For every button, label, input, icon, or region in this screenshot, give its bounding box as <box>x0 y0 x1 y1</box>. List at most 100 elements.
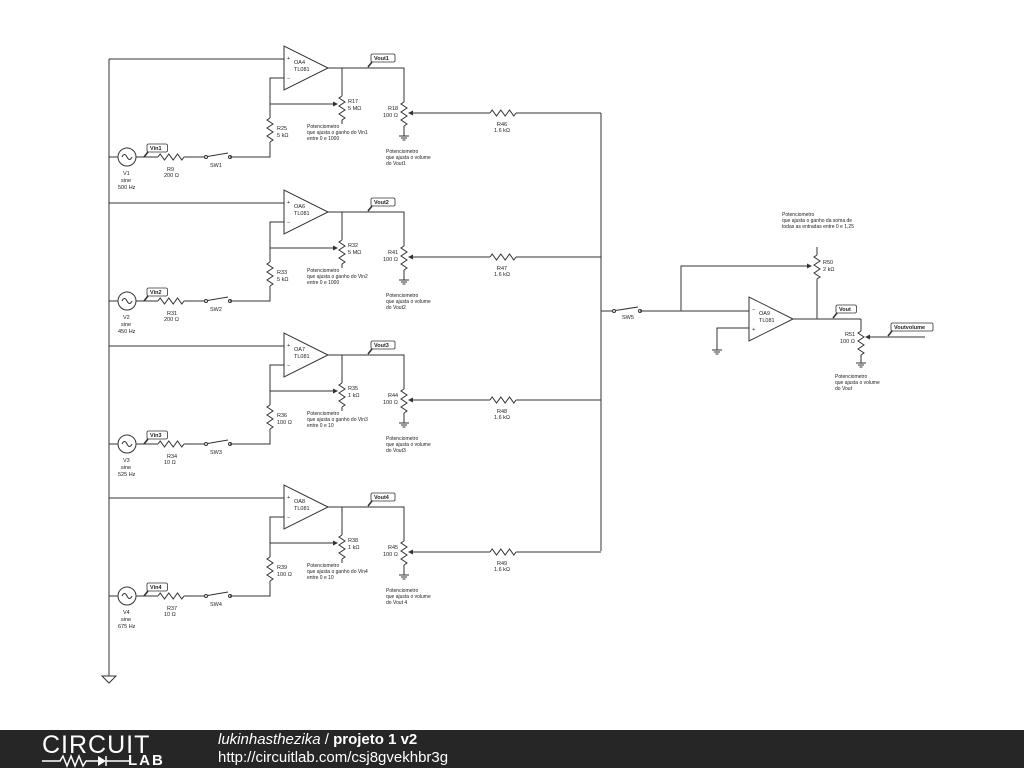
ground-icon <box>399 135 409 141</box>
gain-pot-name: R35 <box>348 386 358 392</box>
volume-potentiometer <box>400 101 408 127</box>
volume-pot-name: R18 <box>388 106 398 112</box>
net-flag-pointer <box>143 151 149 158</box>
opamp-input-sign: + <box>287 200 290 206</box>
wiper-arrow <box>333 245 338 251</box>
gain-pot-value: 5 MΩ <box>348 250 361 256</box>
ground-icon <box>856 362 866 368</box>
annotation-text: todas as entradas entre 0 e 1,25 <box>782 224 854 230</box>
summing-resistor-name: R49 <box>497 561 507 567</box>
volume-pot-value: 100 Ω <box>383 552 398 558</box>
gain-pot-value: 1 kΩ <box>348 545 359 551</box>
wires <box>100 59 602 684</box>
annotation-text: do Vout3 <box>386 448 406 454</box>
volume-pot-name: R45 <box>388 545 398 551</box>
net-flag-label: Vin1 <box>150 146 162 152</box>
opamp-input-sign: + <box>287 56 290 62</box>
project-url[interactable]: http://circuitlab.com/csj8gvekhbr3g <box>218 749 449 766</box>
circuitlab-logo[interactable]: CIRCUIT LAB <box>42 731 182 768</box>
annotation-text: que ajusta o ganho do Vin2 <box>307 274 368 280</box>
annotation-text: entre 0 e 1000 <box>307 280 339 286</box>
feedback-resistor-name: R36 <box>277 413 287 419</box>
author-link[interactable]: lukinhasthezika <box>218 731 321 748</box>
switch-icon <box>204 439 232 446</box>
final-output-flag: Voutvolume <box>887 322 934 337</box>
net-flag-pointer <box>143 590 149 597</box>
wiper-arrow <box>807 263 812 269</box>
footer-bar: CIRCUIT LAB lukinhasthezika / projeto 1 … <box>0 730 1024 768</box>
feedback-resistor-name: R39 <box>277 565 287 571</box>
opamp-triangle <box>283 484 330 530</box>
opamp-input-sign: − <box>287 363 290 369</box>
net-flag-box <box>370 197 396 207</box>
sine-wave <box>121 154 133 160</box>
annotation-text: que ajusta o ganho do Vin1 <box>307 130 368 136</box>
ground-icon <box>712 349 722 355</box>
feedback-resistor-name: R33 <box>277 270 287 276</box>
sine-source-icon <box>117 586 137 606</box>
net-flag-label: Vout4 <box>374 495 390 501</box>
switch-terminal <box>612 309 616 313</box>
input-resistor-value: 200 Ω <box>164 317 179 323</box>
wire <box>680 265 811 311</box>
feedback-resistor <box>266 261 274 287</box>
switch-blade <box>207 439 229 444</box>
wire <box>371 506 405 541</box>
summing-resistor <box>489 548 517 556</box>
volume-potentiometer <box>400 388 408 414</box>
net-flag-box <box>146 582 168 592</box>
net-flag-pointer <box>832 312 838 319</box>
wire <box>269 221 284 262</box>
wire <box>716 327 749 350</box>
annotation-text: que ajusta o volume <box>386 155 431 161</box>
mixer-switch-name: SW5 <box>622 315 634 321</box>
wire <box>269 516 284 557</box>
volume-potentiometer <box>400 245 408 271</box>
annotation-text: Potenciometro <box>386 436 418 442</box>
net-flag-box <box>835 304 857 314</box>
annotation-text: que ajusta o ganho da soma de <box>782 218 852 224</box>
vin-flag: Vin4 <box>143 582 168 597</box>
wire <box>238 142 271 158</box>
mixer-volume-potentiometer <box>857 330 865 356</box>
annotation-text: Potenciometro <box>307 411 339 417</box>
net-flag-label: Vout1 <box>374 56 389 62</box>
switch-name: SW2 <box>210 307 222 313</box>
input-resistor <box>157 592 185 600</box>
switch-terminal <box>204 594 208 598</box>
opamp-part: TL081 <box>294 67 310 73</box>
input-resistor-value: 10 Ω <box>164 460 176 466</box>
annotation-text: Potenciometro <box>307 124 339 130</box>
summing-resistor-name: R46 <box>497 122 507 128</box>
wire <box>371 354 405 389</box>
project-title: lukinhasthezika / projeto 1 v2 <box>218 731 417 749</box>
wiper-arrow <box>333 540 338 546</box>
net-flag-pointer <box>887 330 893 337</box>
logo-text-circuit: CIRCUIT <box>42 731 151 759</box>
net-flag-label: Voutvolume <box>894 325 925 331</box>
annotation-text: entre 0 e 10 <box>307 423 334 429</box>
source-type: sine <box>121 617 131 623</box>
project-name[interactable]: projeto 1 v2 <box>333 731 418 748</box>
net-flag-pointer <box>367 205 373 212</box>
switch-name: SW3 <box>210 450 222 456</box>
wire <box>371 211 405 246</box>
switch-blade <box>615 306 639 311</box>
opamp-input-sign: + <box>287 495 290 501</box>
gain-potentiometer <box>338 382 346 408</box>
feedback-resistor <box>266 404 274 430</box>
mixer-feedback-potentiometer <box>813 254 821 280</box>
summing-resistor-value: 1.6 kΩ <box>494 128 510 134</box>
feedback-resistor <box>266 556 274 582</box>
net-flag-pointer <box>367 61 373 68</box>
opamp-part: TL081 <box>759 318 775 324</box>
mixer-feedback-value: 2 kΩ <box>823 267 834 273</box>
vout-flag: Vout2 <box>367 197 396 212</box>
volume-pot-name: R41 <box>388 250 398 256</box>
